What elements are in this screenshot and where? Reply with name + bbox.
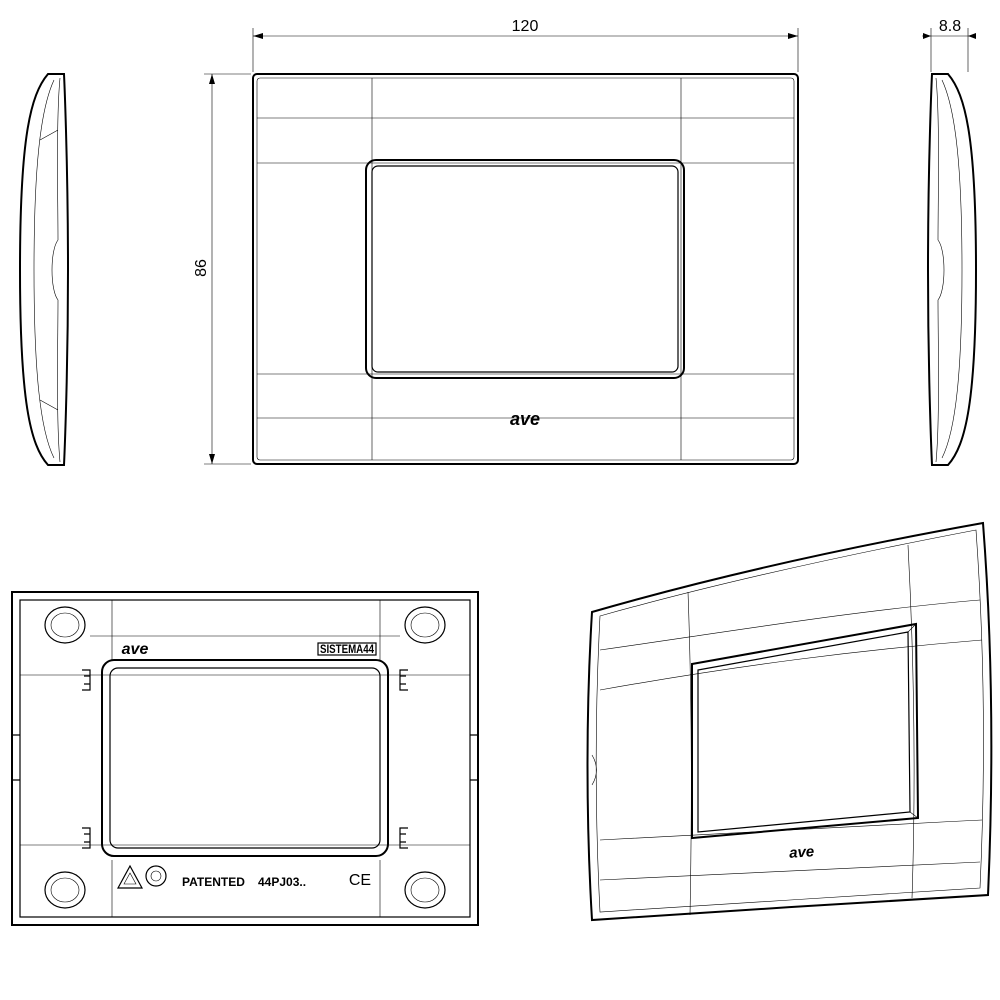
height-dimension-label: 86 xyxy=(193,259,210,277)
patent-text: PATENTED xyxy=(182,875,245,889)
front-logo: ave xyxy=(510,409,540,429)
right-side-profile xyxy=(926,73,978,466)
width-dimension-label: 120 xyxy=(512,18,539,35)
depth-dimension-label: 8.8 xyxy=(939,18,961,35)
back-logo: ave xyxy=(122,641,149,658)
perspective-view xyxy=(586,521,993,922)
back-view xyxy=(11,591,479,926)
series-badge: SISTEMA44 xyxy=(320,642,374,656)
height-dimension xyxy=(204,73,251,465)
depth-dimension xyxy=(922,28,976,72)
ce-mark-icon: CE xyxy=(349,872,371,889)
left-side-profile xyxy=(18,73,70,466)
product-code: 44PJ03.. xyxy=(258,875,306,889)
front-view xyxy=(252,73,799,465)
width-dimension xyxy=(252,28,799,72)
recycle-triangle-icon xyxy=(116,864,144,889)
quality-mark-icon xyxy=(145,865,167,887)
perspective-logo: ave xyxy=(789,843,815,862)
